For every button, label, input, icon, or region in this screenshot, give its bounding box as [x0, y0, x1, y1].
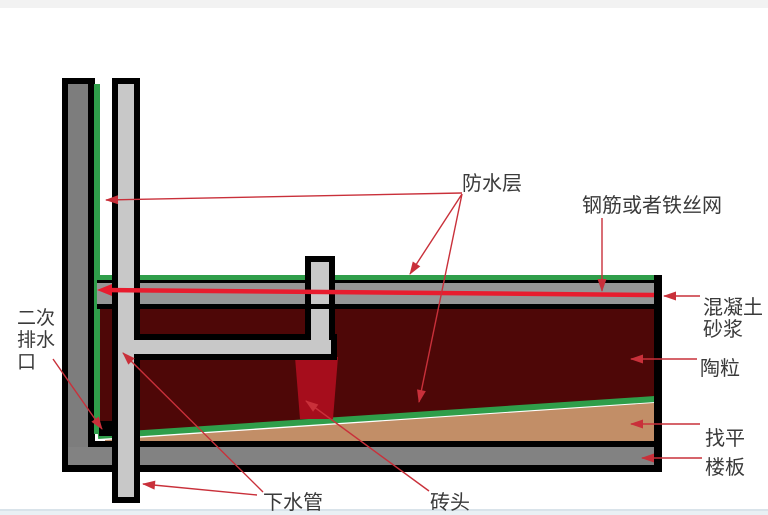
- main-pipe-top-cap: [112, 78, 140, 84]
- label-concrete-mortar-line2: 砂浆: [703, 317, 743, 341]
- leader-waterproof-wall: [105, 192, 463, 205]
- branch-pipe-top-edge: [134, 334, 337, 340]
- waterproof-membrane-slope: [97, 396, 656, 439]
- drain-stub-cap: [305, 256, 335, 262]
- top-strip: [0, 0, 768, 8]
- label-ceramsite: 陶粒: [700, 356, 740, 380]
- assembly-right-edge: [654, 275, 662, 472]
- label-secondary-drain-line1: 二次: [17, 307, 55, 329]
- leader-waterproof-top: [409, 193, 463, 275]
- leader-brick: [305, 400, 430, 492]
- rebar-mesh-line: [103, 287, 655, 298]
- label-concrete-mortar-line1: 混凝土: [703, 295, 763, 319]
- brick-support: [295, 357, 338, 419]
- label-rebar-or-wire-mesh: 钢筋或者铁丝网: [582, 193, 722, 217]
- main-pipe-right-edge-lower: [134, 360, 140, 503]
- main-pipe-bottom-cap: [112, 497, 140, 503]
- mortar-band-bottom-edge: [97, 304, 655, 309]
- waterproof-membrane-wall: [94, 84, 100, 434]
- main-pipe-right-edge-upper: [134, 78, 140, 334]
- label-secondary-drain-line3: 口: [17, 351, 36, 373]
- leveling-wedge: [105, 403, 654, 441]
- leader-secondary-drain: [52, 358, 103, 430]
- label-floor-slab: 楼板: [705, 455, 745, 479]
- rebar-mesh-arrowhead: [97, 284, 112, 296]
- leader-drain-pipe-below-slab: [142, 480, 258, 496]
- drain-stub-left-edge: [305, 256, 311, 340]
- bottom-strip: [0, 511, 768, 515]
- label-drain-pipe: 下水管: [263, 490, 323, 514]
- mortar-band-top-edge: [97, 280, 655, 283]
- bottom-strip-edge: [0, 509, 768, 511]
- branch-pipe-bottom-edge: [134, 354, 337, 360]
- drain-stub-right-edge: [329, 256, 335, 340]
- label-leveling: 找平: [705, 426, 745, 450]
- leader-drain-pipe-elbow: [122, 352, 264, 493]
- branch-pipe: [134, 340, 331, 354]
- label-brick: 砖头: [430, 490, 470, 514]
- waterproof-membrane-top: [97, 275, 655, 280]
- label-waterproof-layer: 防水层: [462, 171, 522, 195]
- floor-slab: [68, 447, 654, 465]
- branch-pipe-end-edge: [331, 334, 337, 360]
- leader-waterproof-slope: [417, 193, 463, 403]
- label-secondary-drain-line2: 排水: [17, 329, 55, 351]
- wall: [68, 84, 88, 447]
